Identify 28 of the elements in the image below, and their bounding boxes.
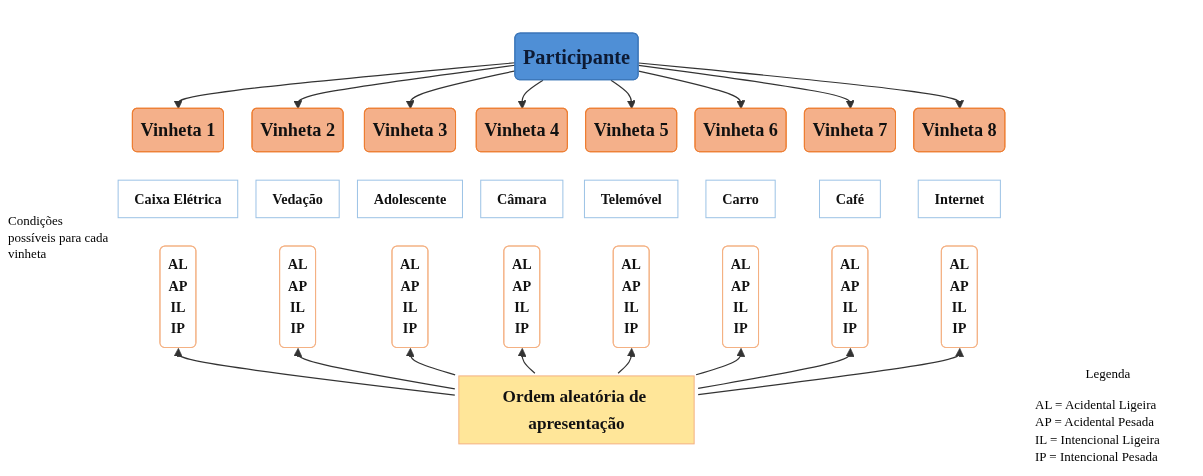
node-box: Ordem aleatória de apresentação: [458, 374, 695, 444]
arrow: [517, 347, 536, 374]
arrow: [638, 64, 855, 109]
legend-title: Legenda: [1084, 365, 1132, 382]
arrow: [617, 347, 636, 374]
node-box: Vedação: [255, 179, 340, 218]
arrow: [697, 347, 855, 389]
arrow: [638, 69, 746, 109]
legend-entry: AL = Acidental Ligeira: [1035, 395, 1158, 414]
node-box: Internet: [917, 179, 1001, 218]
side-note: Condições possíveis para cada vinheta: [8, 212, 110, 264]
legend-entry: AP = Acidental Pesada: [1035, 413, 1156, 431]
node-box: Carro: [705, 179, 776, 218]
node-box: Telemóvel: [583, 179, 679, 218]
arrow: [610, 79, 636, 109]
arrow: [405, 347, 456, 375]
arrow: [173, 347, 456, 396]
node-box: Caixa Elétrica: [117, 179, 239, 218]
node-box: Adolescente: [356, 179, 463, 218]
node-box: Câmara: [480, 179, 564, 218]
legend-entry: IL = Intencional Ligeira: [1035, 430, 1161, 449]
arrow: [695, 347, 746, 375]
arrow: [638, 61, 964, 109]
node-box: Café: [819, 179, 881, 218]
arrow: [697, 347, 964, 395]
legend-entry: IP = Intencional Pesada: [1035, 448, 1159, 466]
arrow: [293, 347, 456, 389]
arrow: [517, 79, 544, 109]
